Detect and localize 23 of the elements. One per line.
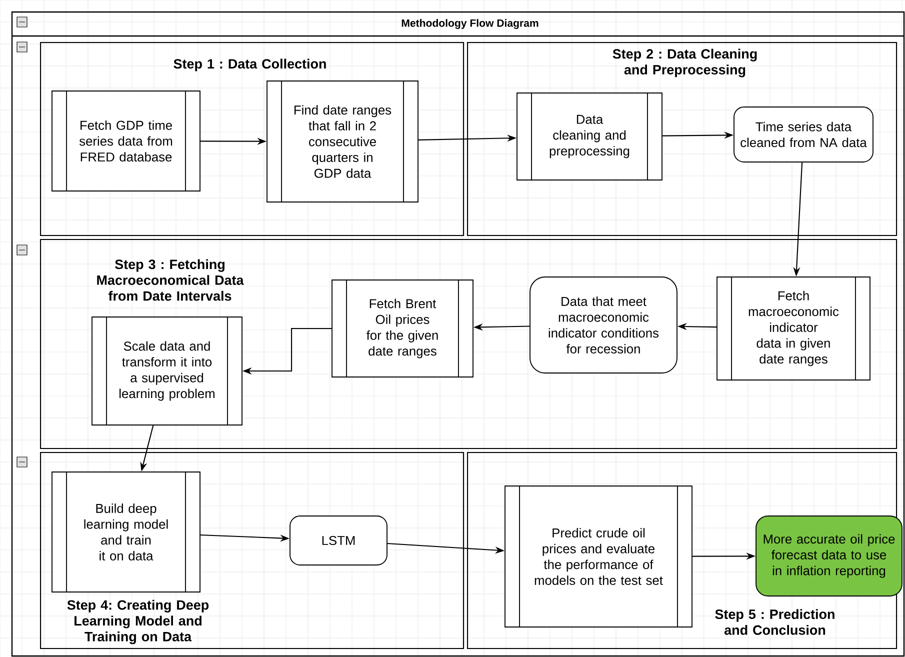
lane-heading: Step 1 : Data Collection — [174, 58, 326, 72]
swimlane — [467, 452, 898, 650]
process-box: Predict crude oil prices and evaluate the performance of models on the test set — [504, 485, 692, 628]
process-box: Fetch Brent Oil prices for the given date ranges — [332, 279, 474, 378]
lane-heading: Step 4: Creating Deep Learning Model and Training on Data — [67, 600, 209, 644]
lane-heading: Step 5 : Prediction and Conclusion — [715, 609, 834, 635]
lane-heading: Step 2 : Data Cleaning and Preprocessing — [612, 48, 757, 78]
swimlane — [40, 239, 898, 450]
swimlane — [467, 42, 898, 236]
rounded-box: More accurate oil price forecast data to use in inflation reporting — [756, 516, 902, 596]
rounded-box: LSTM — [290, 516, 388, 566]
process-box: Data cleaning and preprocessing — [516, 92, 662, 181]
title: Methodology Flow Diagram — [402, 19, 538, 29]
process-box: Find date ranges that fall in 2 consecutive quarters in GDP data — [266, 80, 418, 203]
process-box: Scale data and transform it into a supervised learning problem — [92, 316, 242, 426]
process-box: Fetch macroeconomic indicator data in given date ranges — [716, 276, 870, 381]
swimlane — [40, 452, 464, 650]
swimlane — [40, 42, 464, 236]
process-box: Fetch GDP time series data from FRED database — [52, 90, 200, 192]
process-box: Build deep learning model and train it on data — [52, 471, 200, 593]
lane-heading: Step 3 : Fetching Macroeconomical Data from Date Intervals — [97, 259, 244, 301]
rounded-box: Time series data cleaned from NA data — [734, 106, 874, 162]
rounded-box: Data that meet macroeconomic indicator conditions for recession — [530, 276, 678, 374]
